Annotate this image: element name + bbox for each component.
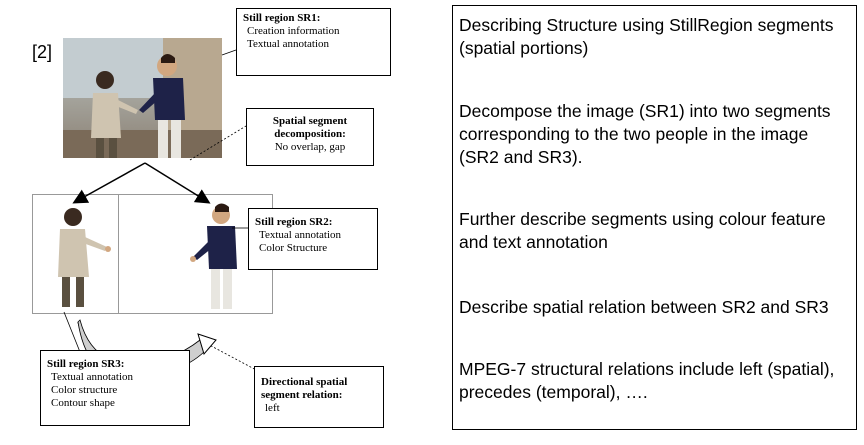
photo-sr2 xyxy=(118,194,273,314)
photo-sr3-figure xyxy=(58,208,111,307)
description-paragraph: MPEG-7 structural relations include left… xyxy=(459,359,835,402)
label-sr2-line: Textual annotation xyxy=(259,229,342,241)
label-decomposition-title: Spatial segment decomposition: xyxy=(272,115,348,140)
description-paragraph: Decompose the image (SR1) into two segme… xyxy=(459,101,831,167)
label-sr2: Still region SR2: Textual annotation Col… xyxy=(248,208,378,270)
label-sr3-title: Still region SR3: xyxy=(47,358,125,370)
photo-sr2-figure xyxy=(190,203,237,309)
photo-sr1-figures xyxy=(63,38,222,158)
description-panel: Describing Structure using StillRegion s… xyxy=(452,5,857,430)
label-sr2-title: Still region SR2: xyxy=(255,216,333,228)
reference-number: [2] xyxy=(32,42,53,62)
label-sr1-line: Creation information xyxy=(247,25,340,37)
label-sr1: Still region SR1: Creation information T… xyxy=(236,8,391,76)
label-decomposition: Spatial segment decomposition: No overla… xyxy=(246,108,374,166)
description-paragraph: Describing Structure using StillRegion s… xyxy=(459,15,834,58)
label-sr2-line: Color Structure xyxy=(259,242,328,254)
label-decomposition-line: No overlap, gap xyxy=(274,141,346,153)
label-sr3-line: Contour shape xyxy=(51,397,115,409)
label-sr3: Still region SR3: Textual annotation Col… xyxy=(40,350,190,426)
photo-sr1 xyxy=(63,38,222,158)
label-relation: Directional spatial segment relation: le… xyxy=(254,366,384,428)
description-paragraph: Describe spatial relation between SR2 an… xyxy=(459,297,829,317)
label-sr3-line: Textual annotation xyxy=(51,371,134,383)
label-relation-title: Directional spatial segment relation: xyxy=(261,376,348,401)
label-relation-line: left xyxy=(265,402,280,414)
label-sr3-line: Color structure xyxy=(51,384,118,396)
label-sr1-title: Still region SR1: xyxy=(243,12,321,24)
label-sr1-line: Textual annotation xyxy=(247,38,330,50)
description-paragraph: Further describe segments using colour f… xyxy=(459,209,826,252)
